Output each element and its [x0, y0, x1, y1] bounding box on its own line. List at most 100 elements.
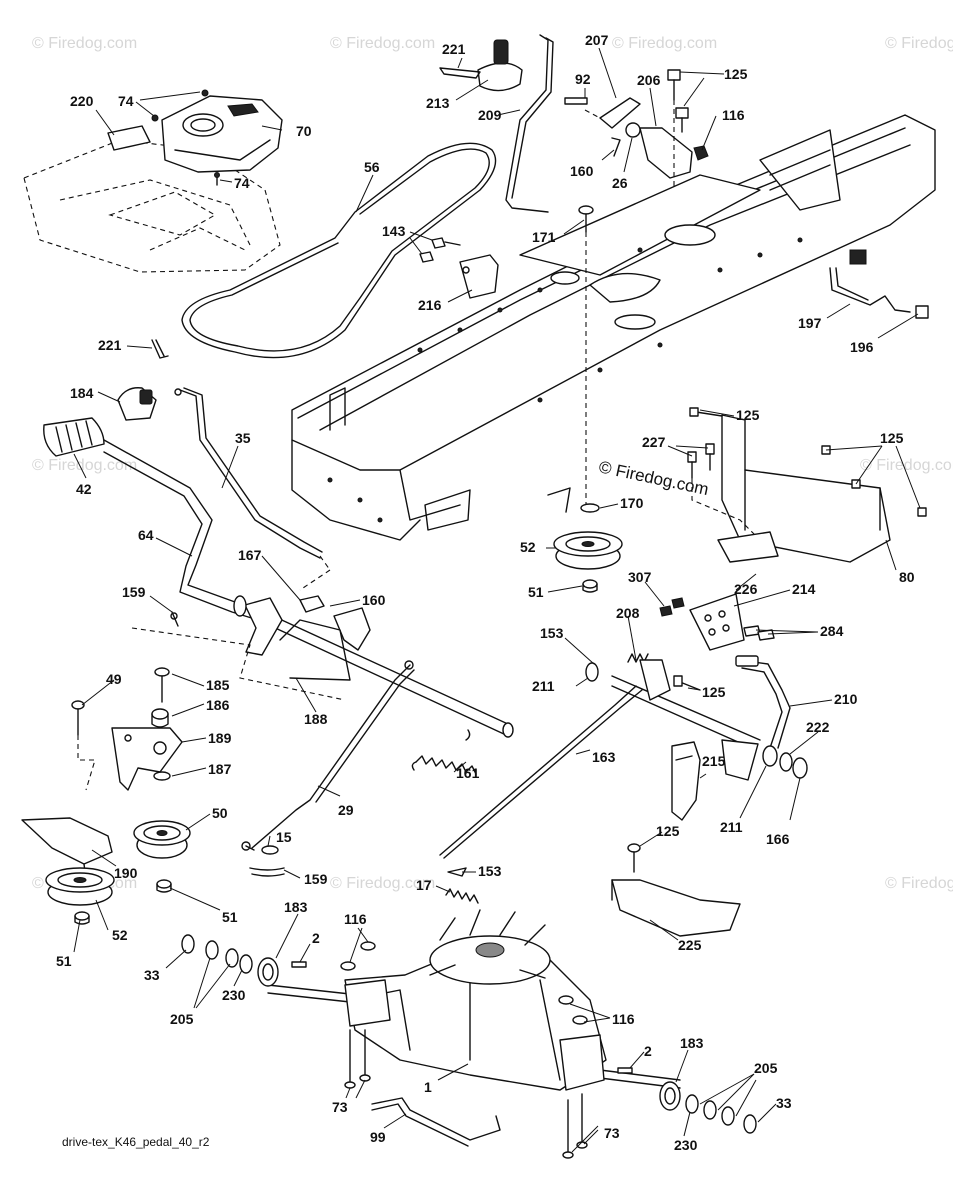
guard-80 [721, 414, 891, 563]
callout-206: 206 [637, 72, 661, 88]
callout-214: 214 [792, 581, 816, 597]
callout-52: 52 [112, 927, 128, 943]
callout-1: 1 [424, 1079, 432, 1095]
callout-74: 74 [234, 175, 250, 191]
callout-208: 208 [616, 605, 640, 621]
callout-15: 15 [276, 829, 292, 845]
callout-205: 205 [754, 1060, 778, 1076]
clips-284 [743, 625, 775, 641]
callout-51: 51 [528, 584, 544, 600]
callout-33: 33 [144, 967, 160, 983]
callout-33: 33 [776, 1095, 792, 1111]
nut-51-mid [156, 879, 172, 893]
cable-35 [174, 387, 323, 559]
callout-159: 159 [304, 871, 328, 887]
bracket-216 [459, 254, 499, 299]
callout-116: 116 [344, 911, 367, 927]
bushings-211 [585, 662, 778, 767]
callout-227: 227 [642, 434, 666, 450]
decal-220 [107, 125, 151, 151]
clip-221-left [151, 339, 169, 359]
screws-74 [151, 89, 220, 186]
bracket-226 [717, 531, 779, 563]
nut-116-top [693, 145, 709, 161]
pulley-50 [133, 820, 191, 859]
callout-74: 74 [118, 93, 134, 109]
callout-221: 221 [442, 41, 466, 57]
washers-right [685, 1094, 757, 1134]
pin-159-top [170, 611, 179, 627]
keys-2 [291, 961, 633, 1074]
ring-166 [792, 757, 808, 779]
callout-143: 143 [382, 223, 406, 239]
callout-125: 125 [702, 684, 726, 700]
frame [291, 114, 936, 541]
callout-196: 196 [850, 339, 874, 355]
callout-159: 159 [122, 584, 146, 600]
pulley-52-right [553, 531, 623, 570]
spring-17 [445, 888, 479, 904]
callout-220: 220 [70, 93, 94, 109]
align-dash [584, 109, 601, 119]
spring-161 [411, 729, 477, 775]
diagram-id: drive-tex_K46_pedal_40_r2 [62, 1135, 210, 1149]
bracket-207 [564, 97, 641, 129]
callout-188: 188 [304, 711, 328, 727]
callout-160: 160 [570, 163, 594, 179]
callout-167: 167 [238, 547, 262, 563]
bolt-171 [578, 205, 594, 233]
callout-226: 226 [734, 581, 758, 597]
callout-211: 211 [720, 819, 743, 835]
callout-207: 207 [585, 32, 609, 48]
callout-221: 221 [98, 337, 122, 353]
watermark: © Firedog.com [860, 457, 953, 474]
callout-166: 166 [766, 831, 790, 847]
callout-160: 160 [362, 592, 386, 608]
pad-215 [671, 741, 701, 821]
nut-51-right [582, 579, 598, 593]
rod-197 [829, 267, 911, 313]
center-watermark: © Firedog.com [597, 457, 710, 499]
bolt-196 [915, 305, 929, 319]
callout-197: 197 [798, 315, 822, 331]
callout-80: 80 [899, 569, 915, 585]
watermark: © Firedog.com [612, 35, 717, 52]
callout-125: 125 [724, 66, 748, 82]
fender-pan [23, 139, 281, 273]
callout-171: 171 [532, 229, 556, 245]
callout-50: 50 [212, 805, 228, 821]
callout-189: 189 [208, 730, 232, 746]
callout-116: 116 [722, 107, 745, 123]
shift-console-70 [161, 95, 283, 173]
watermark: © Firedog.com [885, 35, 953, 52]
callout-73: 73 [604, 1125, 620, 1141]
callout-26: 26 [612, 175, 628, 191]
callout-225: 225 [678, 937, 702, 953]
align-dash [77, 735, 96, 791]
washer-222 [779, 752, 793, 772]
callout-209: 209 [478, 107, 502, 123]
arm-153-right [639, 659, 671, 701]
callout-99: 99 [370, 1129, 386, 1145]
idler-bracket-189 [111, 727, 183, 791]
bolts-125-top [667, 69, 689, 133]
pedal-210 [735, 655, 791, 749]
callout-35: 35 [235, 430, 251, 446]
callout-170: 170 [620, 495, 644, 511]
callout-73: 73 [332, 1099, 348, 1115]
brake-arm [233, 595, 371, 681]
pin-15 [241, 841, 279, 855]
bracket-225 [611, 879, 741, 937]
callout-125: 125 [656, 823, 680, 839]
callout-284: 284 [820, 623, 844, 639]
callout-183: 183 [284, 899, 308, 915]
bolts-143 [419, 237, 461, 263]
grip-42 [43, 417, 105, 457]
transaxle-1 [267, 909, 681, 1091]
callout-42: 42 [76, 481, 92, 497]
bolt-49 [71, 700, 85, 736]
callout-64: 64 [138, 527, 154, 543]
callout-205: 205 [170, 1011, 194, 1027]
leader-lines [73, 47, 921, 1153]
